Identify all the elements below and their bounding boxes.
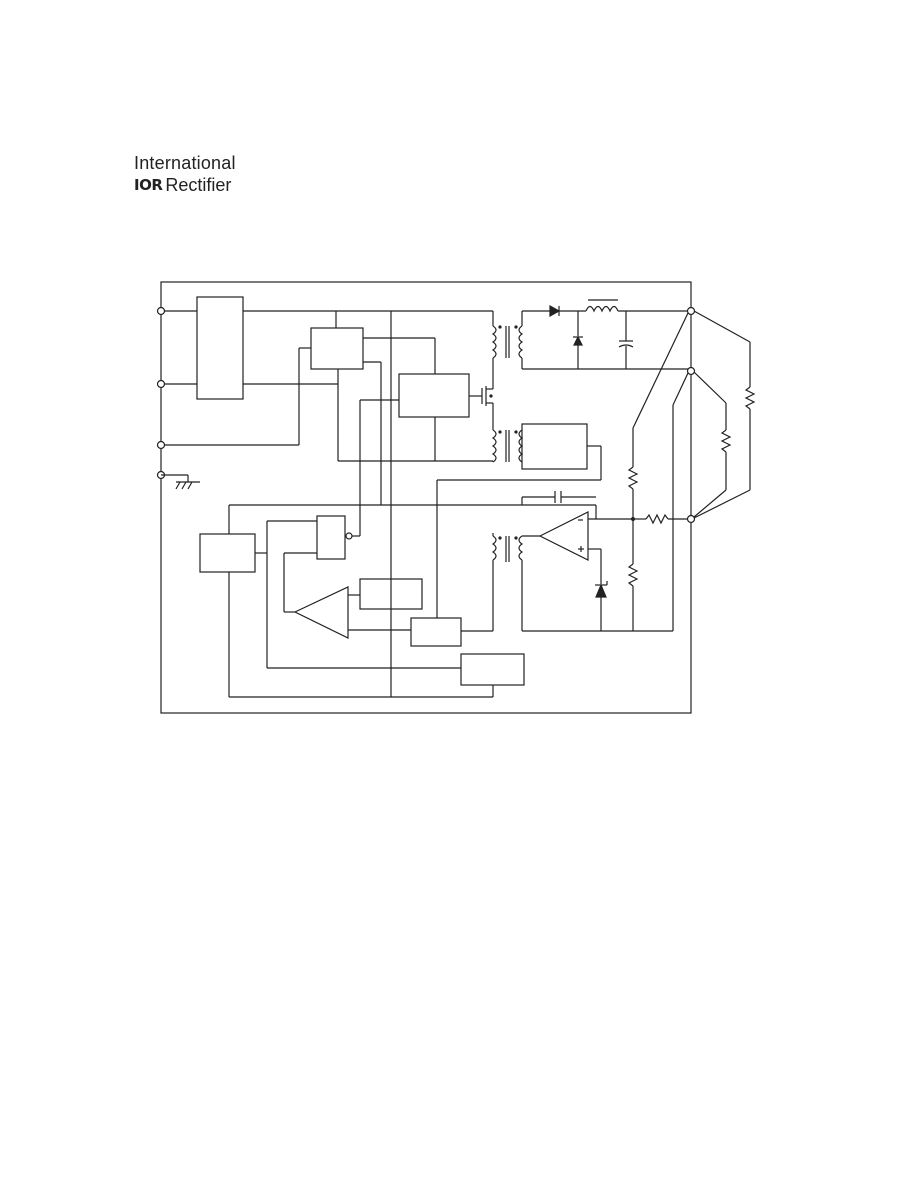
sense-terminal [686, 514, 696, 524]
aux-supply-block [521, 423, 588, 470]
logo-text-rectifier: Rectifier [165, 175, 232, 195]
logo-mark: IOR [134, 176, 163, 194]
freewheel-diode-icon [573, 335, 583, 346]
module-outline [160, 281, 692, 714]
sense-resistor-horizontal [645, 513, 669, 525]
input-terminal-1 [156, 306, 166, 316]
output-terminal-neg [686, 366, 696, 376]
input-filter-block [196, 296, 244, 400]
divider-resistor-top [627, 466, 639, 490]
reference-block [359, 578, 423, 610]
input-terminal-3 [156, 440, 166, 450]
op-amp-icon [538, 511, 589, 561]
comparator-icon [293, 586, 349, 639]
pwm-driver-block [398, 373, 470, 418]
startup-block [460, 653, 525, 686]
transformer-icon [491, 311, 524, 369]
feedback-transformer-icon [491, 533, 524, 631]
logo-line-rectifier: IOR Rectifier [134, 174, 236, 196]
logic-gate-block [316, 515, 346, 560]
input-terminal-2 [156, 379, 166, 389]
shutdown-block [410, 617, 462, 647]
logo-text-international: International [134, 153, 236, 173]
divider-resistor-bottom [627, 563, 639, 587]
compensation-capacitor-icon [554, 491, 562, 503]
aux-transformer-icon [491, 423, 524, 463]
resistor-icon [744, 386, 756, 410]
ground-icon [161, 474, 200, 490]
mosfet-icon [481, 369, 494, 423]
control-block-upper [310, 327, 364, 370]
capacitor-icon [618, 340, 634, 348]
inverter-bubble [345, 532, 353, 540]
company-logo: International IOR Rectifier [134, 152, 236, 196]
resistor-icon-2 [720, 429, 732, 453]
diode-icon [549, 304, 561, 318]
output-terminal-pos [686, 306, 696, 316]
oscillator-block [199, 533, 256, 573]
inductor-icon [585, 299, 619, 313]
